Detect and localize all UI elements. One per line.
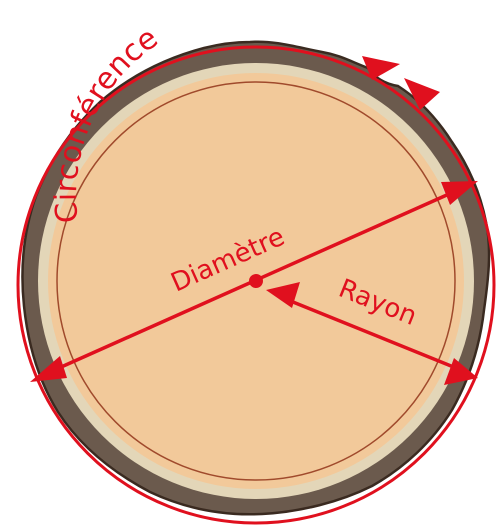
growth-ring [56,81,456,481]
diameter-arrowhead-left-icon [30,356,67,382]
radius-arrowhead-edge-icon [444,358,478,385]
center-dot-icon [249,274,263,288]
circumference-arrowhead-icon [404,78,440,110]
diameter-arrowhead-right-icon [441,181,478,205]
circumference-circle [16,45,496,525]
circumference-arrowhead-icon [362,56,400,80]
radius-arrowhead-center-icon [266,282,300,308]
radius-line [287,298,457,370]
